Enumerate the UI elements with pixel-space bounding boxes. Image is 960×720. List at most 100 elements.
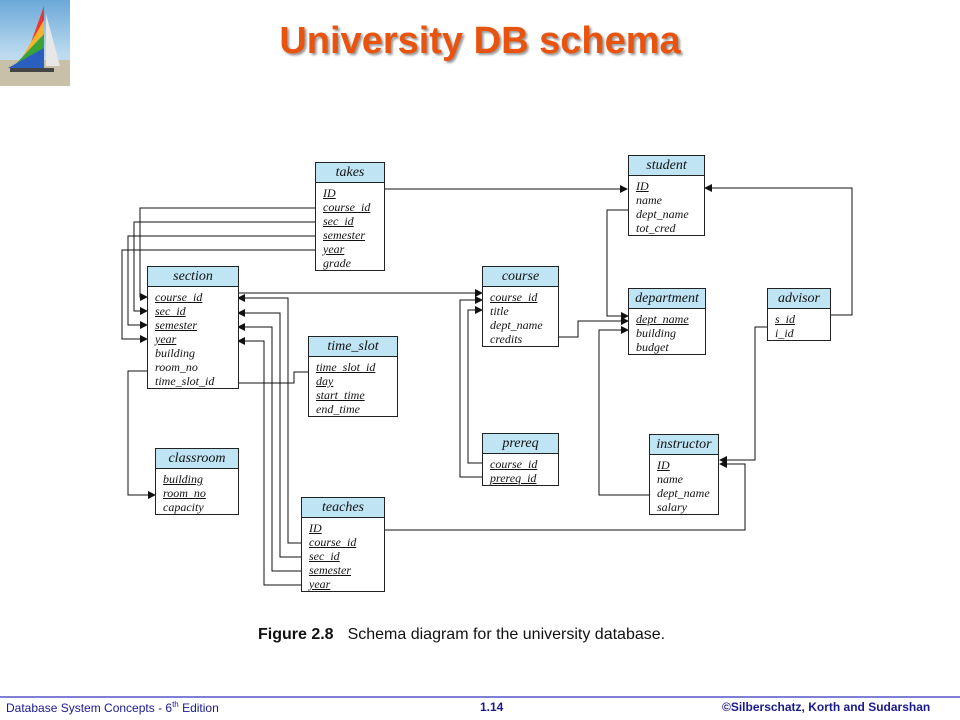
fk-section-timeslot (238, 371, 308, 384)
fk-instructor-department (598, 326, 649, 496)
field-row: i_id (775, 326, 794, 340)
field-row: salary (657, 500, 687, 514)
field-row: semester (323, 228, 365, 242)
field-row: semester (309, 563, 351, 577)
field-row: building (155, 346, 196, 360)
table-header: teaches (302, 498, 384, 518)
field-row: dept_name (636, 312, 689, 326)
fk-section-classroom (127, 370, 156, 499)
table-header: department (629, 289, 705, 309)
field-row: name (657, 472, 683, 486)
field-row: course_id (490, 457, 538, 471)
field-row: budget (636, 340, 669, 354)
footer-edition-sup: th (172, 700, 179, 709)
table-header: advisor (768, 289, 830, 309)
field-row: end_time (316, 402, 360, 416)
field-row: semester (155, 318, 197, 332)
field-row: start_time (316, 388, 365, 402)
field-row: sec_id (323, 214, 354, 228)
table-header: prereq (483, 434, 558, 454)
footer-divider (0, 696, 960, 698)
fk-teaches-section-sem (237, 323, 301, 572)
fk-takes-section-course (139, 207, 315, 301)
field-row: dept_name (636, 207, 689, 221)
field-row: ID (323, 186, 336, 200)
footer-book-title: Database System Concepts - 6 (6, 701, 173, 715)
field-row: title (490, 304, 509, 318)
fk-takes-section-year (121, 249, 315, 343)
footer-page-number: 1.14 (480, 700, 504, 714)
field-row: capacity (163, 500, 204, 514)
figure-number: Figure 2.8 (258, 626, 334, 643)
slide-title: University DB schema (279, 20, 681, 62)
field-row: dept_name (490, 318, 543, 332)
field-row: course_id (155, 290, 203, 304)
fk-takes-section-sem (127, 235, 315, 329)
field-row: room_no (163, 486, 206, 500)
field-row: ID (657, 458, 670, 472)
field-row: time_slot_id (316, 360, 376, 374)
field-row: tot_cred (636, 221, 676, 235)
field-row: sec_id (309, 549, 340, 563)
figure-caption: Figure 2.8 Schema diagram for the univers… (258, 626, 665, 644)
field-row: s_id (775, 312, 796, 326)
table-header: time_slot (309, 337, 397, 357)
footer-copyright: ©Silberschatz, Korth and Sudarshan (722, 700, 931, 714)
table-header: classroom (156, 449, 238, 469)
table-header: section (148, 267, 238, 287)
field-row: room_no (155, 360, 198, 374)
field-row: ID (636, 179, 649, 193)
fk-teaches-instructor (384, 460, 746, 531)
fk-course-department (558, 317, 629, 338)
fk-takes-section-sec (133, 221, 315, 315)
fk-teaches-section-course (237, 294, 301, 544)
table-header: instructor (650, 435, 718, 455)
field-row: sec_id (155, 304, 186, 318)
fk-student-department (606, 209, 629, 320)
table-header: takes (316, 163, 384, 183)
footer-left: Database System Concepts - 6th Edition (6, 700, 219, 715)
footer-edition: Edition (178, 701, 219, 715)
field-row: dept_name (657, 486, 710, 500)
fk-teaches-section-sec (237, 309, 301, 558)
field-row: year (323, 242, 345, 256)
field-row: building (163, 472, 204, 486)
field-row: credits (490, 332, 523, 346)
fk-teaches-section-year (237, 337, 301, 586)
table-header: student (629, 156, 704, 176)
field-row: ID (309, 521, 322, 535)
field-row: day (316, 374, 334, 388)
field-row: prereq_id (490, 471, 537, 485)
field-row: course_id (309, 535, 357, 549)
sailboat-icon (0, 0, 70, 86)
figure-caption-text: Schema diagram for the university databa… (347, 626, 666, 643)
fk-prereq-prereq (459, 296, 483, 478)
field-row: grade (323, 256, 351, 270)
field-row: name (636, 193, 662, 207)
fk-advisor-instructor (719, 326, 767, 464)
field-row: course_id (323, 200, 371, 214)
field-row: year (309, 577, 331, 591)
field-row: year (155, 332, 177, 346)
field-row: time_slot_id (155, 374, 215, 388)
